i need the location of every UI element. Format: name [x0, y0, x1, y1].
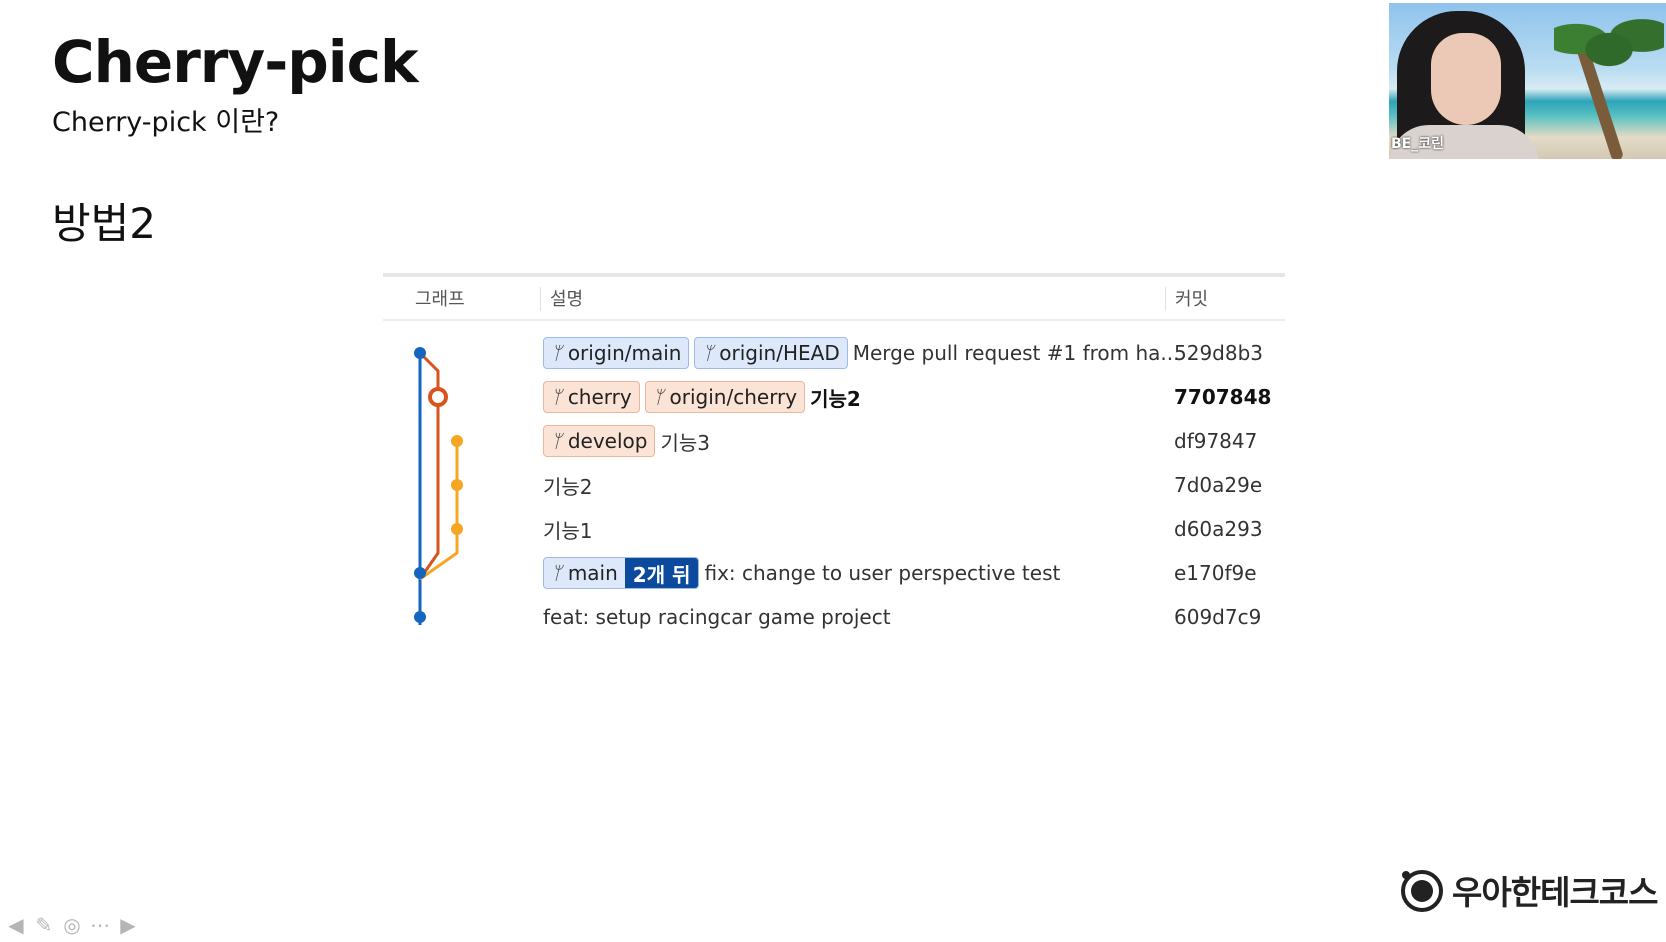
slide-title: Cherry-pick [52, 28, 419, 96]
commit-hash: d60a293 [1174, 517, 1263, 541]
header-divider [383, 319, 1285, 321]
commit-hash: e170f9e [1174, 561, 1257, 585]
behind-badge: 2개 뒤 [624, 558, 699, 588]
commit-hash: 7707848 [1174, 385, 1272, 409]
commit-dot[interactable] [414, 347, 426, 359]
branch-icon: ᛘ [551, 386, 562, 408]
commit-row[interactable]: feat: setup racingcar game project 609d7… [383, 597, 1285, 637]
commit-dot[interactable] [451, 523, 463, 535]
participant-name: BE_코린 [1391, 136, 1444, 152]
brand-logo: 우아한테크코스 [1398, 865, 1659, 915]
commit-hash: 529d8b3 [1174, 341, 1264, 365]
graph-lanes [414, 347, 463, 625]
commit-hash: 7d0a29e [1174, 473, 1263, 497]
commit-dot[interactable] [414, 567, 426, 579]
more-icon[interactable]: ⋯ [90, 913, 110, 937]
slide-subtitle: Cherry-pick 이란? [52, 107, 280, 138]
commit-message: feat: setup racingcar game project [543, 605, 891, 629]
header-separator [540, 287, 541, 311]
slides-icon[interactable]: ◎ [63, 913, 81, 937]
branch-icon: ᛘ [702, 342, 714, 364]
commit-dot-head[interactable] [428, 387, 448, 407]
commit-row[interactable]: 기능2 7d0a29e [383, 465, 1285, 505]
slide-nav: ◀ ✎ ◎ ⋯ ▶ [5, 915, 139, 935]
commit-message: Merge pull request #1 from ha... [852, 341, 1180, 365]
branch-icon: ᛘ [551, 562, 562, 584]
brand-icon [1401, 870, 1443, 912]
commit-dot[interactable] [414, 611, 426, 623]
commit-message: 기능1 [543, 518, 593, 543]
commit-row[interactable]: 기능1 d60a293 [383, 509, 1285, 549]
commit-hash: df97847 [1174, 429, 1258, 453]
header-graph[interactable]: 그래프 [415, 289, 465, 310]
commit-dot[interactable] [451, 479, 463, 491]
commit-hash: 609d7c9 [1174, 605, 1262, 629]
commit-message: fix: change to user perspective test [704, 561, 1061, 585]
header-commit[interactable]: 커밋 [1175, 289, 1209, 310]
commit-dot[interactable] [451, 435, 463, 447]
brand-name: 우아한테크코스 [1452, 873, 1659, 912]
webcam-video[interactable]: BE_코린 [1389, 3, 1666, 159]
commit-message: 기능2 [810, 386, 861, 411]
arrow-right-icon[interactable]: ▶ [120, 913, 136, 937]
commit-message: 기능3 [660, 430, 710, 455]
arrow-left-icon[interactable]: ◀ [8, 913, 24, 937]
header-separator [1165, 287, 1166, 311]
pen-icon[interactable]: ✎ [35, 913, 53, 937]
branch-icon: ᛘ [551, 430, 562, 452]
section-heading: 방법2 [52, 199, 157, 248]
panel-divider [383, 273, 1285, 277]
branch-icon: ᛘ [652, 386, 664, 408]
header-description[interactable]: 설명 [550, 289, 584, 310]
branch-icon: ᛘ [551, 342, 562, 364]
commit-message: 기능2 [543, 474, 593, 499]
